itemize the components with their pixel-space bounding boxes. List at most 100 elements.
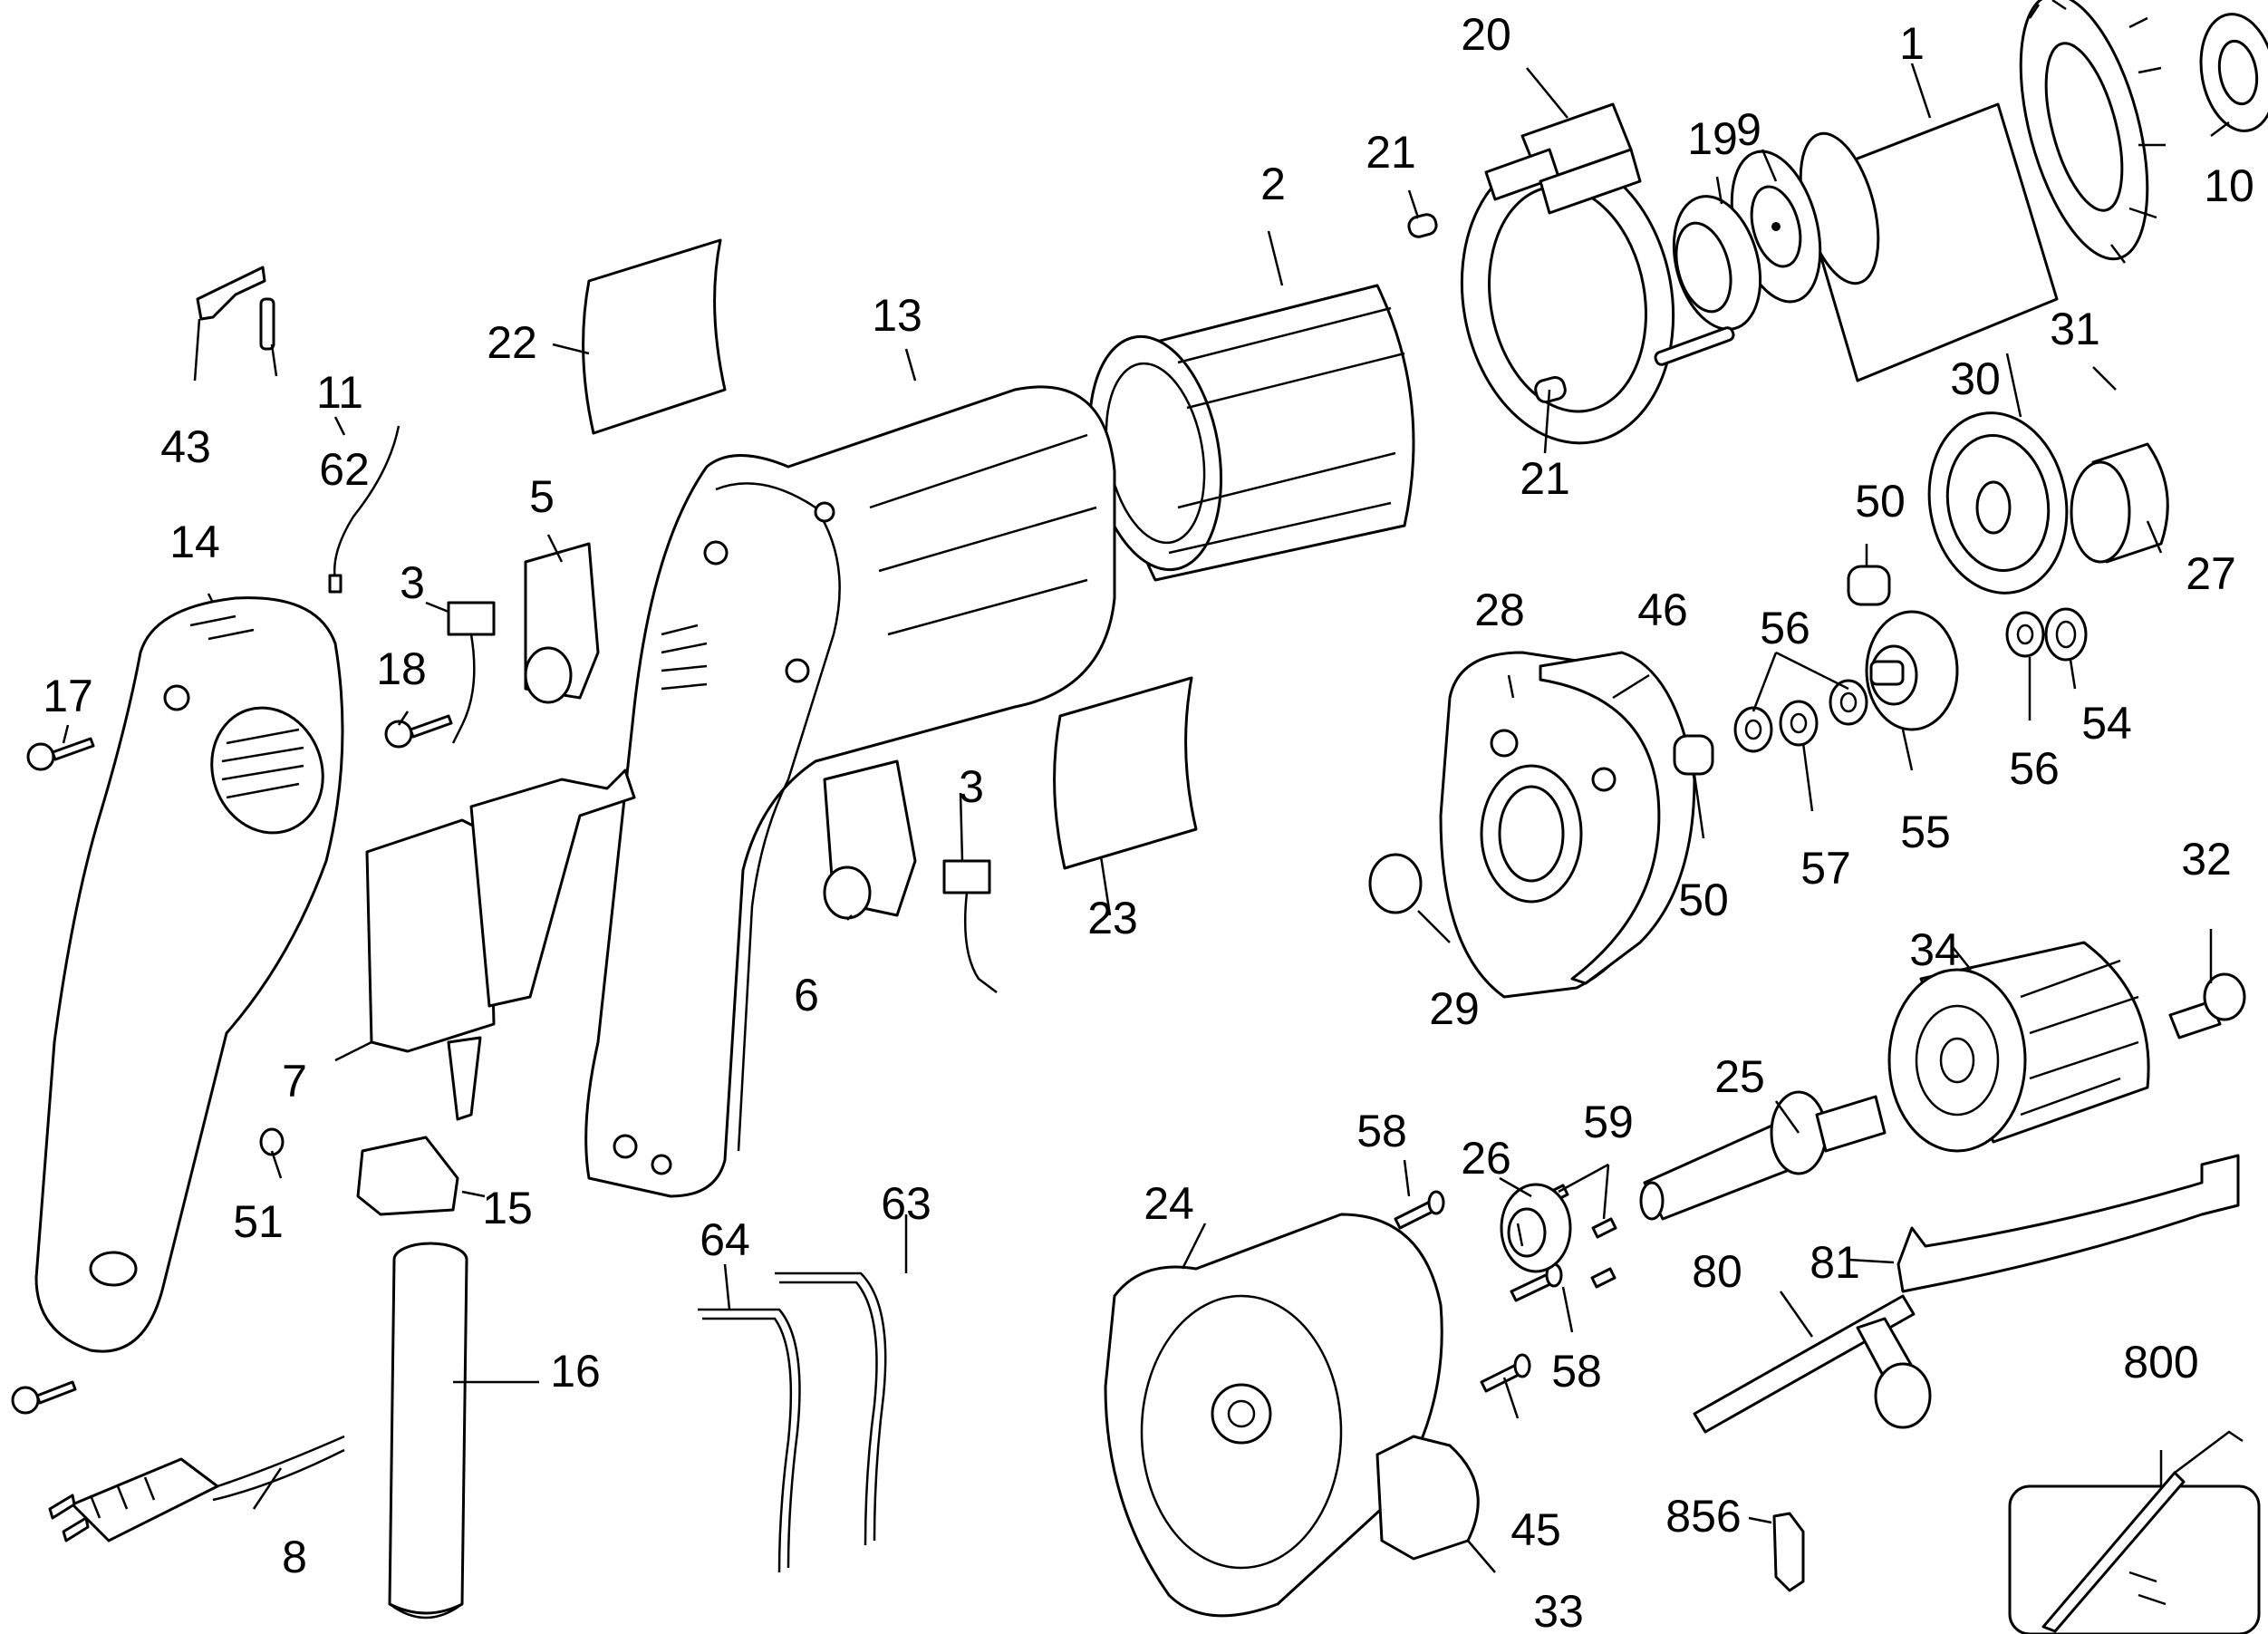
part-2-field-housing (1087, 284, 1415, 582)
label-56b: 56 (2009, 743, 2060, 794)
label-11: 11 (316, 367, 363, 418)
part-80-chuck-key (1693, 1294, 1932, 1434)
part-58-screw-b (1510, 1262, 1563, 1302)
part-8-power-cord (48, 1435, 345, 1542)
part-3-brush-b (942, 859, 998, 993)
label-55: 55 (1900, 807, 1951, 857)
label-21a: 21 (1366, 127, 1416, 178)
label-22: 22 (487, 317, 537, 368)
part-25-spindle (1639, 1090, 1887, 1221)
label-13: 13 (872, 290, 922, 341)
label-25: 25 (1714, 1051, 1765, 1102)
part-7-switch (365, 769, 636, 1121)
part-6-brush-holder (823, 759, 917, 920)
part-23-label-plate (1053, 676, 1198, 870)
part-28-bearing-plate (1439, 651, 1669, 999)
label-3a: 3 (400, 557, 425, 608)
label-20: 20 (1461, 9, 1511, 60)
part-5-brush-holder (524, 542, 600, 704)
label-18: 18 (376, 643, 427, 694)
label-30: 30 (1950, 353, 2001, 404)
part-62-lead-wire (328, 425, 401, 594)
part-51-spring (259, 1127, 285, 1156)
label-33: 33 (1533, 1586, 1584, 1634)
part-14-handle (34, 596, 344, 1353)
label-51: 51 (233, 1196, 284, 1247)
label-17: 17 (43, 671, 93, 721)
part-18-screw (384, 714, 453, 749)
label-29: 29 (1429, 983, 1480, 1034)
label-1: 1 (1899, 18, 1925, 69)
part-21-pin-a (1407, 213, 1438, 238)
part-10-bearing (2199, 13, 2268, 132)
label-7: 7 (282, 1056, 307, 1107)
label-26: 26 (1461, 1133, 1511, 1184)
part-13-motor-housing (584, 385, 1116, 1198)
label-81: 81 (1810, 1237, 1860, 1288)
label-2: 2 (1260, 159, 1286, 209)
part-11-terminal (259, 297, 275, 351)
part-54-bearing (2044, 607, 2088, 662)
label-80: 80 (1692, 1246, 1742, 1297)
part-34-chuck (1887, 941, 2150, 1153)
part-1-armature (1797, 0, 2166, 382)
part-45-screw (1480, 1353, 1531, 1393)
label-34: 34 (1909, 924, 1960, 975)
label-24: 24 (1144, 1178, 1194, 1229)
part-64-lead-wire (698, 1308, 801, 1573)
part-81-chuck-key-holder (1896, 1154, 2240, 1293)
label-21b: 21 (1520, 453, 1570, 504)
part-63-lead-wire (775, 1271, 887, 1546)
label-10: 10 (2204, 160, 2254, 211)
label-5: 5 (529, 471, 555, 522)
part-labels: 1 2 3 3 5 6 7 8 9 10 11 13 14 15 16 17 1… (43, 9, 2254, 1634)
label-46: 46 (1637, 585, 1688, 635)
label-63: 63 (881, 1178, 931, 1229)
part-30-gear (1927, 411, 2069, 595)
label-8: 8 (282, 1532, 307, 1582)
part-50-bearing-b (1673, 734, 1714, 776)
part-22-label-plate (582, 238, 727, 435)
part-57-retaining-ring (1779, 700, 1819, 747)
label-58a: 58 (1356, 1106, 1407, 1156)
label-3b: 3 (959, 761, 984, 812)
label-31: 31 (2050, 304, 2100, 354)
part-27-sleeve (2070, 442, 2169, 564)
label-45: 45 (1510, 1504, 1561, 1555)
part-46-baffle (1539, 651, 1696, 985)
label-57: 57 (1800, 843, 1851, 894)
part-20-brush-ring (1460, 102, 1675, 445)
label-23: 23 (1087, 893, 1138, 943)
part-56-washer-b (1829, 679, 1868, 726)
part-856-clip (1772, 1512, 1805, 1592)
label-54: 54 (2081, 698, 2132, 749)
screw-unlabeled (11, 1380, 77, 1415)
part-19-bearing (1672, 195, 1762, 331)
part-55-gear (1865, 610, 1959, 731)
part-800-side-handle-assembly (2008, 1430, 2261, 1634)
label-50b: 50 (1678, 875, 1729, 925)
part-16-cord-protector (388, 1242, 468, 1619)
label-32: 32 (2181, 834, 2232, 885)
part-26-bearing (1500, 1183, 1572, 1273)
part-21-pin-b (1534, 376, 1567, 403)
label-19: 19 (1687, 113, 1738, 164)
label-9: 9 (1736, 104, 1761, 155)
label-50a: 50 (1855, 476, 1906, 527)
label-6: 6 (794, 970, 819, 1020)
label-856: 856 (1665, 1491, 1741, 1542)
part-33-cover (1375, 1435, 1480, 1561)
label-14: 14 (169, 517, 220, 567)
part-56-washer-c (2005, 611, 2045, 658)
label-800: 800 (2123, 1337, 2198, 1387)
part-15-cord-clamp (356, 1136, 459, 1216)
part-32-shaft (2168, 972, 2246, 1039)
part-56-washer-a (1733, 706, 1773, 753)
label-15: 15 (482, 1183, 533, 1233)
leader-lines (62, 63, 2230, 1573)
part-58-screw-a (1394, 1190, 1445, 1230)
part-29-washer (1368, 853, 1423, 914)
label-56a: 56 (1760, 603, 1810, 653)
label-64: 64 (700, 1214, 750, 1265)
label-16: 16 (550, 1346, 601, 1397)
